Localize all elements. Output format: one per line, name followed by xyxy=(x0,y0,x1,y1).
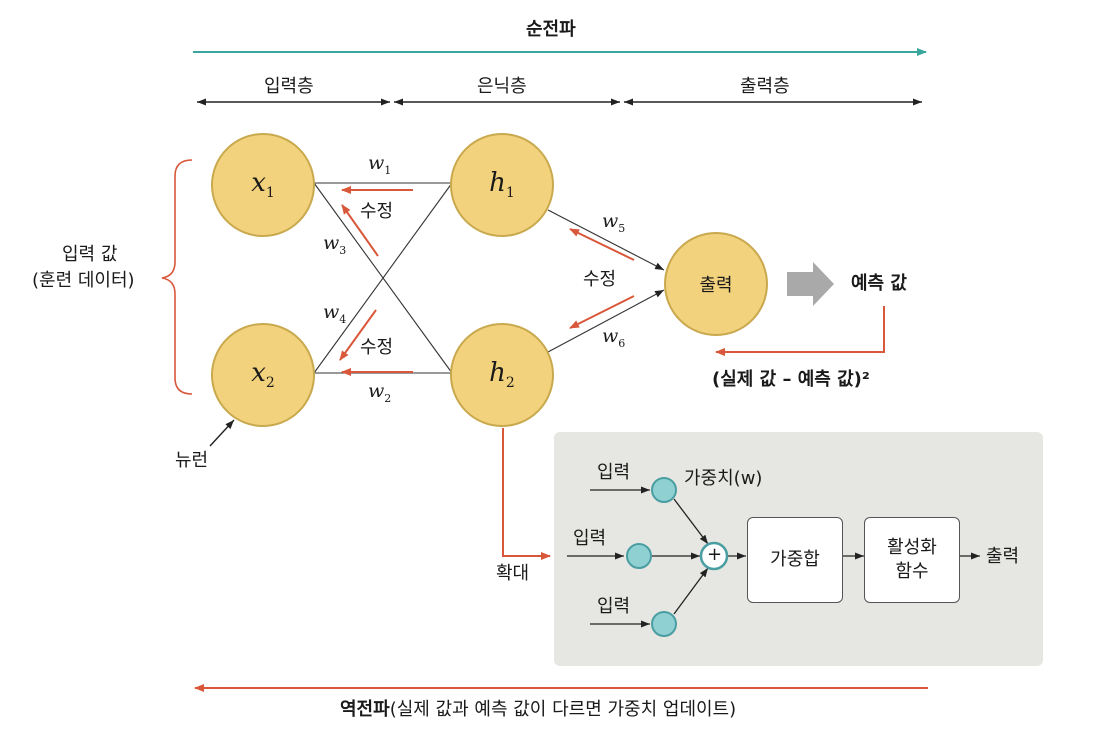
detail-weight-node-1 xyxy=(651,477,677,503)
adjust-arrow-w5 xyxy=(569,228,635,261)
input-brace xyxy=(161,159,193,395)
detail-sum-symbol: + xyxy=(707,544,723,565)
adjust-arrow-w4 xyxy=(339,309,377,361)
neuron-label: 뉴런 xyxy=(175,450,209,471)
adjust-label-output: 수정 xyxy=(583,269,617,290)
output-node: 출력 xyxy=(664,232,768,336)
weight-w3: w3 xyxy=(323,232,347,257)
edge-h2-out xyxy=(547,289,665,353)
error-arrow xyxy=(715,306,885,356)
detail-output-label: 출력 xyxy=(986,546,1020,567)
input-node-x1: x1 xyxy=(211,133,315,237)
detail-input-label-3: 입력 xyxy=(597,596,631,617)
edge-x2-h1 xyxy=(313,182,453,374)
detail-input-label-1: 입력 xyxy=(597,462,631,483)
weight-w4: w4 xyxy=(323,301,347,326)
detail-weight-label: 가중치(w) xyxy=(684,468,763,489)
loss-label: (실제 값 – 예측 값)² xyxy=(712,369,870,390)
forward-propagation-label: 순전파 xyxy=(526,19,576,40)
training-data-label: (훈련 데이터) xyxy=(32,270,135,291)
zoom-label: 확대 xyxy=(496,563,530,584)
hidden-node-h2: h2 xyxy=(450,323,554,427)
adjust-arrow-w3 xyxy=(341,204,379,257)
neuron-pointer xyxy=(209,419,235,447)
zoom-arrow xyxy=(502,428,551,560)
adjust-label-bottom: 수정 xyxy=(360,337,394,358)
adjust-label-top: 수정 xyxy=(360,201,394,222)
prediction-label: 예측 값 xyxy=(851,273,907,294)
hidden-node-h1: h1 xyxy=(450,133,554,237)
input-node-x2: x2 xyxy=(211,323,315,427)
weight-w2: w2 xyxy=(368,380,392,405)
hidden-layer-label: 은닉층 xyxy=(477,76,527,97)
adjust-arrow-w6 xyxy=(569,295,635,329)
detail-weight-node-3 xyxy=(651,611,677,637)
weighted-sum-box: 가중합 xyxy=(747,517,843,603)
backpropagation-label: 역전파(실제 값과 예측 값이 다르면 가중치 업데이트) xyxy=(340,699,737,720)
input-value-label: 입력 값 xyxy=(62,244,118,265)
input-layer-label: 입력층 xyxy=(264,76,314,97)
detail-input-label-2: 입력 xyxy=(573,528,607,549)
weight-w6: w6 xyxy=(602,325,626,350)
prediction-arrow xyxy=(787,262,834,306)
edge-h1-out xyxy=(547,209,665,271)
weight-w5: w5 xyxy=(602,210,626,235)
detail-weight-node-2 xyxy=(626,543,652,569)
weight-w1: w1 xyxy=(368,152,392,177)
output-layer-label: 출력층 xyxy=(740,76,790,97)
